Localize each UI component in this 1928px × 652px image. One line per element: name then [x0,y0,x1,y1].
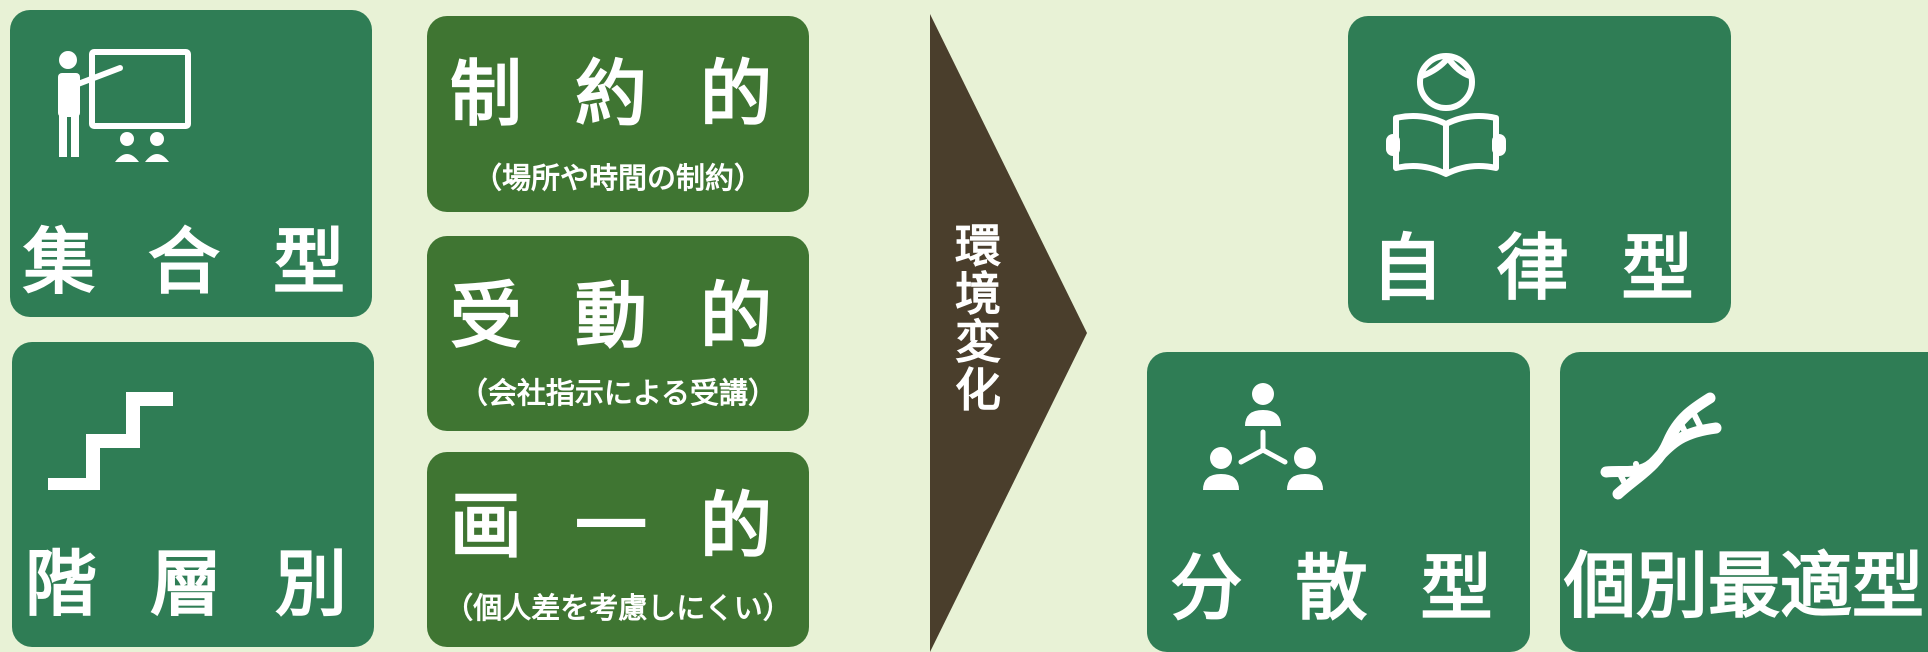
stairs-icon [48,392,173,490]
arrow-label-char: 変 [955,315,1001,369]
box-kobetsu-saiteki-gata: 個別最適型 [1560,352,1928,652]
trait-title: 画 一 的 [449,484,787,568]
label-kobetsu-saiteki-gata: 個別最適型 [1563,544,1924,628]
label-bunsan-gata: 分 散 型 [1170,546,1507,630]
teacher-presentation-icon [58,49,191,162]
box-kaiso-betsu: 階 層 別 [12,342,374,647]
dna-icon [1600,392,1722,500]
box-bunsan-gata: 分 散 型 [1147,352,1530,652]
trait-note: （場所や時間の制約） [472,161,763,195]
trait-title: 受 動 的 [449,274,787,358]
label-shugo-gata: 集 合 型 [22,220,360,304]
box-jiritsu-gata: 自 律 型 [1348,16,1731,323]
trait-box-kakuitsu: 画 一 的 （個人差を考慮しにくい） [427,452,809,647]
arrow-label-char: 境 [955,267,1001,321]
reading-person-icon [1386,53,1506,177]
label-kaiso-betsu: 階 層 別 [24,542,362,626]
trait-note: （個人差を考慮しにくい） [444,591,792,625]
change-arrow-shape [930,14,1087,652]
arrow-label-char: 環 [955,219,1001,273]
trait-box-judo: 受 動 的 （会社指示による受講） [427,236,809,431]
trait-box-seiyaku: 制 約 的 （場所や時間の制約） [427,16,809,212]
arrow-label-char: 化 [955,363,1001,417]
trait-title: 制 約 的 [449,52,787,136]
label-jiritsu-gata: 自 律 型 [1371,226,1708,310]
distributed-people-icon [1203,383,1323,490]
box-shugo-gata: 集 合 型 [10,10,372,317]
arrow-label-kankyo-henka: 環 境 変 化 [943,222,1013,414]
trait-note: （会社指示による受講） [458,376,778,410]
